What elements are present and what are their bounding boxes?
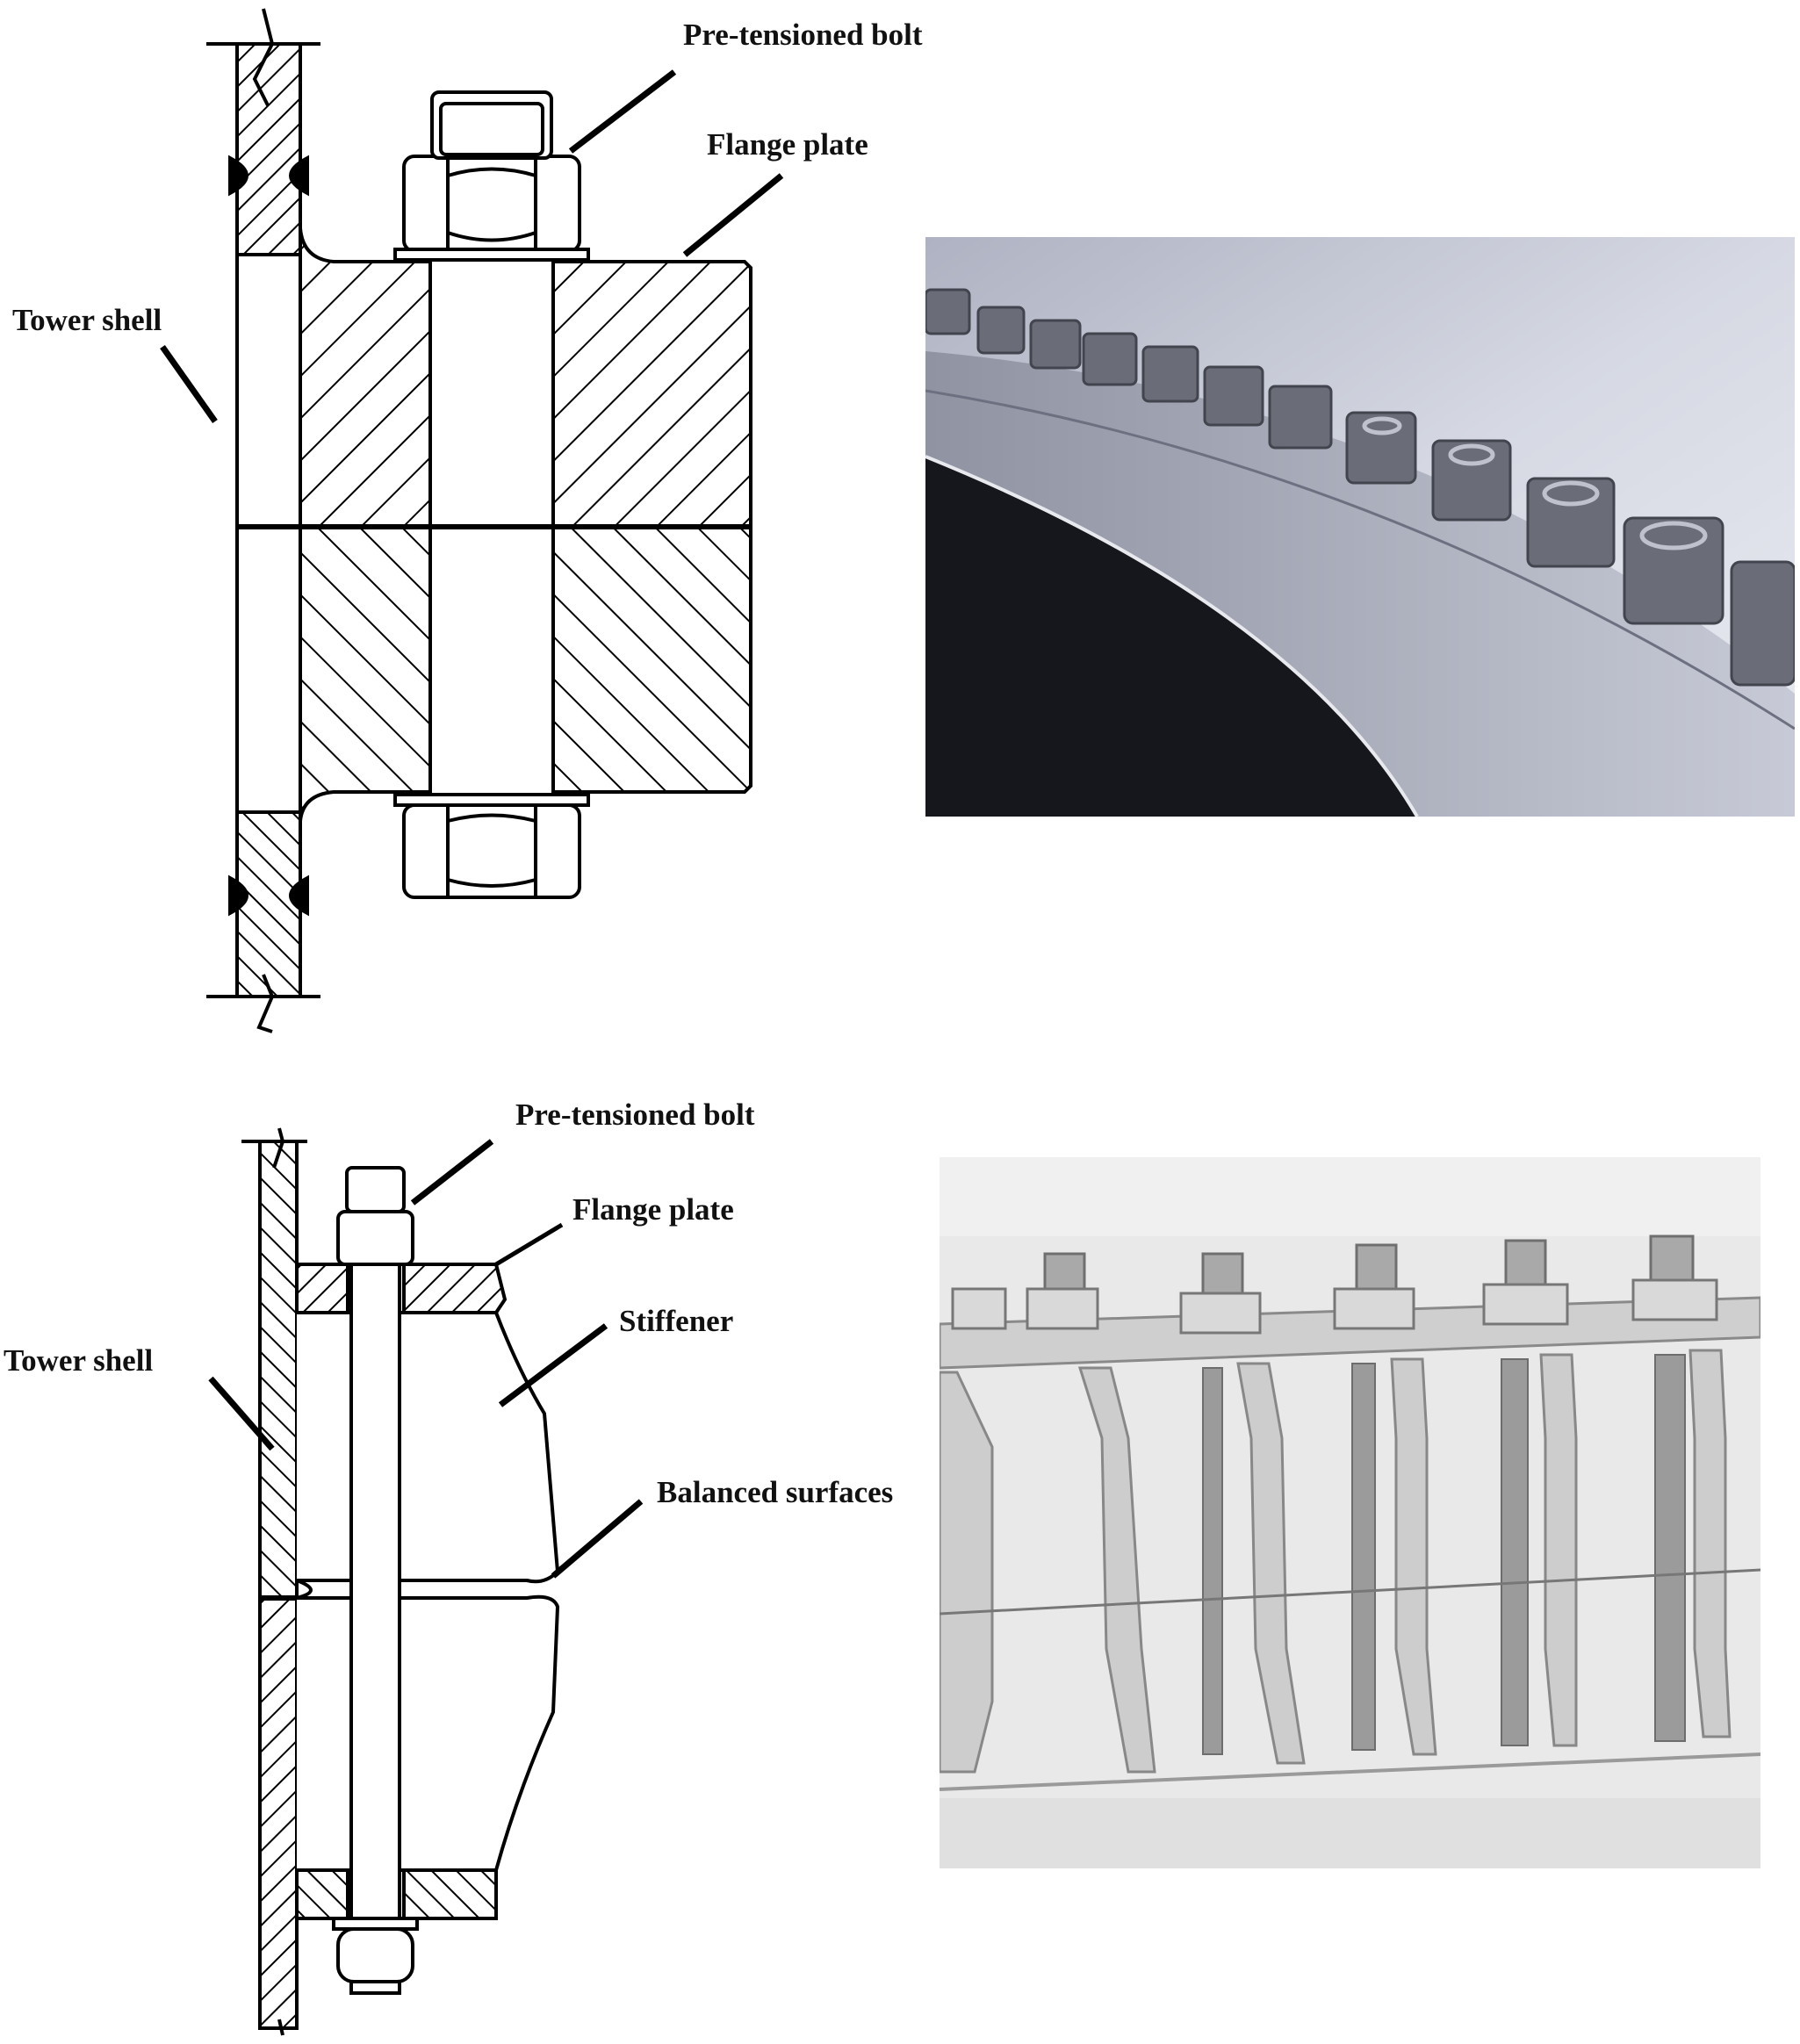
bottom-label-flange: Flange plate	[572, 1192, 734, 1227]
top-bolt	[393, 90, 590, 899]
top-shell-leader	[160, 344, 218, 424]
bottom-flange-drawing	[208, 1127, 644, 2036]
top-flange-drawing	[160, 8, 784, 1033]
bottom-balanced-leader	[551, 1499, 644, 1579]
bottom-label-shell: Tower shell	[4, 1343, 154, 1378]
top-label-bolt: Pre-tensioned bolt	[683, 18, 923, 52]
top-label-shell: Tower shell	[12, 303, 162, 337]
top-label-flange: Flange plate	[707, 127, 868, 162]
bottom-flange-leader	[494, 1222, 564, 1267]
bottom-photo	[940, 1157, 1760, 1868]
top-tower-shell	[206, 8, 320, 1033]
top-photo	[925, 237, 1795, 817]
bottom-bolt	[332, 1166, 419, 1995]
bottom-label-balanced: Balanced surfaces	[657, 1475, 894, 1509]
top-flange-leader	[682, 173, 784, 257]
bottom-upper-flange	[295, 1263, 508, 1314]
bottom-bolt-leader	[410, 1139, 494, 1206]
bottom-tower-shell	[241, 1127, 307, 2036]
bottom-shell-leader	[208, 1376, 275, 1451]
bottom-stiffener-leader	[498, 1323, 608, 1407]
flange-bolts-photo-icon	[925, 237, 1795, 817]
bottom-label-bolt: Pre-tensioned bolt	[515, 1098, 755, 1132]
top-bolt-leader	[568, 69, 677, 154]
stiffened-flange-photo-icon	[940, 1157, 1760, 1868]
bottom-label-stiffener: Stiffener	[619, 1304, 734, 1338]
bottom-stiffener	[296, 1311, 560, 1872]
